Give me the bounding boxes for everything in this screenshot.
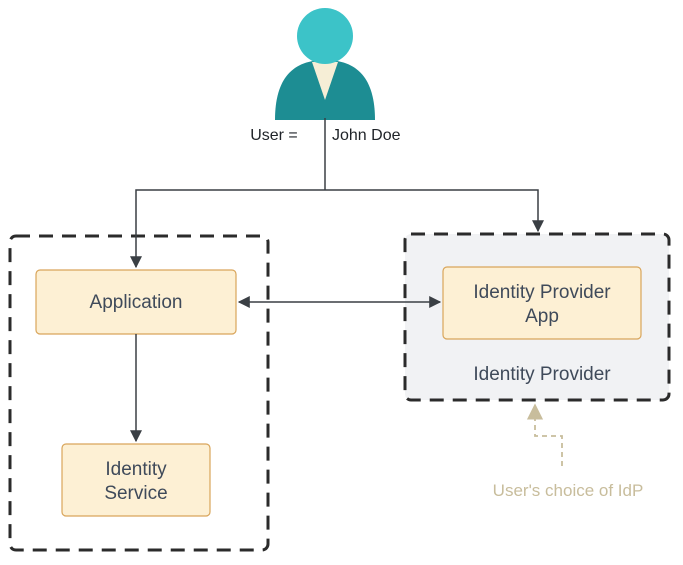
identity-service-label-line2: Service	[104, 483, 167, 504]
users-choice-connector	[526, 403, 563, 466]
identity-service-label-line1: Identity	[105, 459, 167, 480]
user-to-idp-connector	[325, 189, 544, 233]
user-label: User =	[250, 127, 298, 144]
user-to-application-connector	[130, 189, 325, 269]
identity-service-box: Identity Service	[61, 443, 211, 517]
idp-app-label-line1: Identity Provider	[473, 282, 611, 303]
idp-app-label-line2: App	[525, 306, 559, 327]
application-box: Application	[35, 269, 237, 335]
application-group-border	[8, 234, 270, 552]
identity-provider-group-label: Identity Provider	[473, 364, 611, 385]
person-icon	[275, 8, 375, 120]
application-label: Application	[90, 292, 183, 313]
idp-app-box: Identity Provider App	[442, 266, 642, 340]
user-name: John Doe	[332, 127, 401, 144]
users-choice-annotation: User's choice of IdP	[493, 481, 644, 500]
